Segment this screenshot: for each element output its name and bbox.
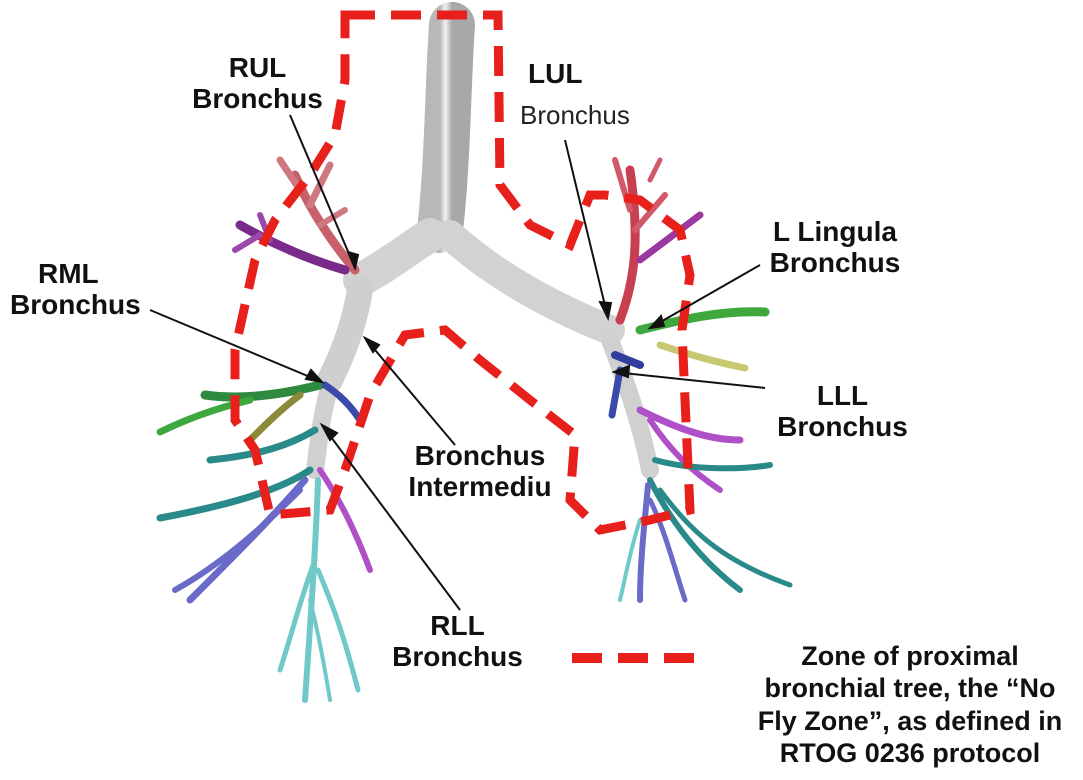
lll-leader-line bbox=[614, 372, 765, 388]
lll-branches bbox=[612, 355, 790, 600]
lingula-arrowhead bbox=[650, 316, 664, 328]
lll-label: LLL Bronchus bbox=[770, 380, 915, 443]
lul-label: LUL Bronchus bbox=[520, 58, 660, 130]
l-lingula-label: L Lingula Bronchus bbox=[760, 216, 910, 279]
rul-branches bbox=[235, 160, 355, 270]
legend-description: Zone of proximal bronchial tree, the “No… bbox=[750, 640, 1070, 770]
legend-line2: bronchial tree, the “No bbox=[750, 672, 1070, 704]
l-lingula-label-line2: Bronchus bbox=[760, 247, 910, 278]
rul-label: RUL Bronchus bbox=[185, 52, 330, 115]
bronchus-intermedius-label: Bronchus Intermediu bbox=[405, 440, 555, 503]
legend-line4: RTOG 0236 protocol bbox=[750, 737, 1070, 769]
rml-label-line2: Bronchus bbox=[10, 289, 155, 320]
l-lingula-label-line1: L Lingula bbox=[760, 216, 910, 247]
lll-label-line1: LLL bbox=[770, 380, 915, 411]
bronchus-intermedius-label-line1: Bronchus bbox=[405, 440, 555, 471]
intermedius-leader-line bbox=[365, 338, 455, 445]
rll-label: RLL Bronchus bbox=[385, 610, 530, 673]
lul-leader-line bbox=[565, 140, 608, 318]
rml-label-line1: RML bbox=[10, 258, 155, 289]
rml-label: RML Bronchus bbox=[10, 258, 155, 321]
legend-line3: Fly Zone”, as defined in bbox=[750, 705, 1070, 737]
legend-line1: Zone of proximal bbox=[750, 640, 1070, 672]
rll-label-line1: RLL bbox=[385, 610, 530, 641]
lll-label-line2: Bronchus bbox=[770, 411, 915, 442]
rul-label-line2: Bronchus bbox=[185, 83, 330, 114]
bronchus-intermedius-label-line2: Intermediu bbox=[405, 471, 555, 502]
lul-label-line1: LUL bbox=[520, 58, 660, 89]
intermedius-arrowhead bbox=[365, 338, 379, 352]
rul-label-line1: RUL bbox=[185, 52, 330, 83]
rll-label-line2: Bronchus bbox=[385, 641, 530, 672]
lul-branches bbox=[615, 160, 700, 320]
rll-branches bbox=[160, 430, 370, 700]
lul-label-line2: Bronchus bbox=[520, 101, 660, 130]
